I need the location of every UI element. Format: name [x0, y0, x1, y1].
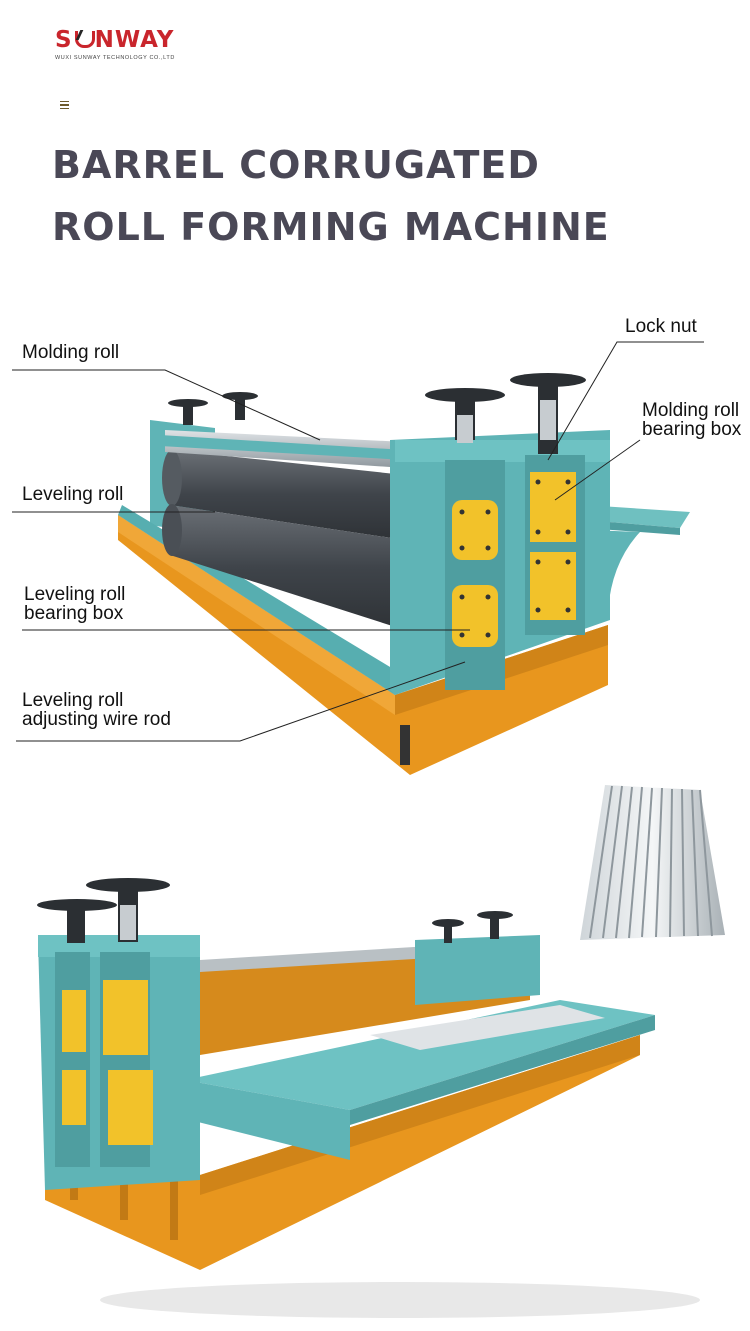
base-frame [118, 515, 608, 775]
label-leveling-roll-adjusting-wire-rod: Leveling roll adjusting wire rod [22, 690, 171, 730]
outlet-table [585, 505, 690, 528]
machine-photo-rear [0, 780, 750, 1331]
rear-bearing-box-2 [62, 1070, 86, 1125]
hamburger-icon[interactable] [60, 101, 69, 110]
rear-bearing-box-1 [62, 990, 86, 1052]
leveling-roll-upper [170, 450, 405, 540]
machine-illustration-rear [37, 785, 725, 1318]
leveling-bearing-box-upper [452, 500, 498, 560]
label-lock-nut: Lock nut [625, 316, 697, 337]
label-molding-roll: Molding roll [22, 342, 120, 363]
page-title-line2: ROLL FORMING MACHINE [52, 205, 610, 249]
machine-diagram: Molding roll Lock nut Molding roll beari… [0, 300, 750, 790]
page-header: S NWAY WUXI SUNWAY TECHNOLOGY CO.,LTD [0, 0, 750, 130]
brand-name-part1: S [55, 27, 73, 53]
brand-logo[interactable]: S NWAY WUXI SUNWAY TECHNOLOGY CO.,LTD [55, 28, 175, 61]
label-leveling-roll: Leveling roll [22, 484, 124, 505]
label-leveling-roll-bearing-box: Leveling roll bearing box [24, 584, 126, 624]
brand-wordmark: S NWAY [55, 28, 175, 52]
page-title-line1: BARREL CORRUGATED [52, 143, 540, 187]
rear-bearing-box-3 [103, 980, 148, 1055]
logo-u-mark-icon [74, 31, 95, 49]
corrugated-sheet-sample [580, 785, 725, 940]
label-molding-roll-bearing-box: Molding roll bearing box [642, 400, 742, 440]
page-title: BARREL CORRUGATED ROLL FORMING MACHINE [52, 134, 610, 258]
leveling-bearing-box-lower [452, 585, 498, 647]
brand-tagline: WUXI SUNWAY TECHNOLOGY CO.,LTD [55, 55, 175, 61]
brand-name-part2: NWAY [94, 27, 175, 53]
machine-illustration-front [12, 341, 704, 775]
leveling-roll-lower [170, 505, 405, 630]
rear-bearing-box-4 [108, 1070, 153, 1145]
rear-handwheel-icon [37, 878, 513, 943]
